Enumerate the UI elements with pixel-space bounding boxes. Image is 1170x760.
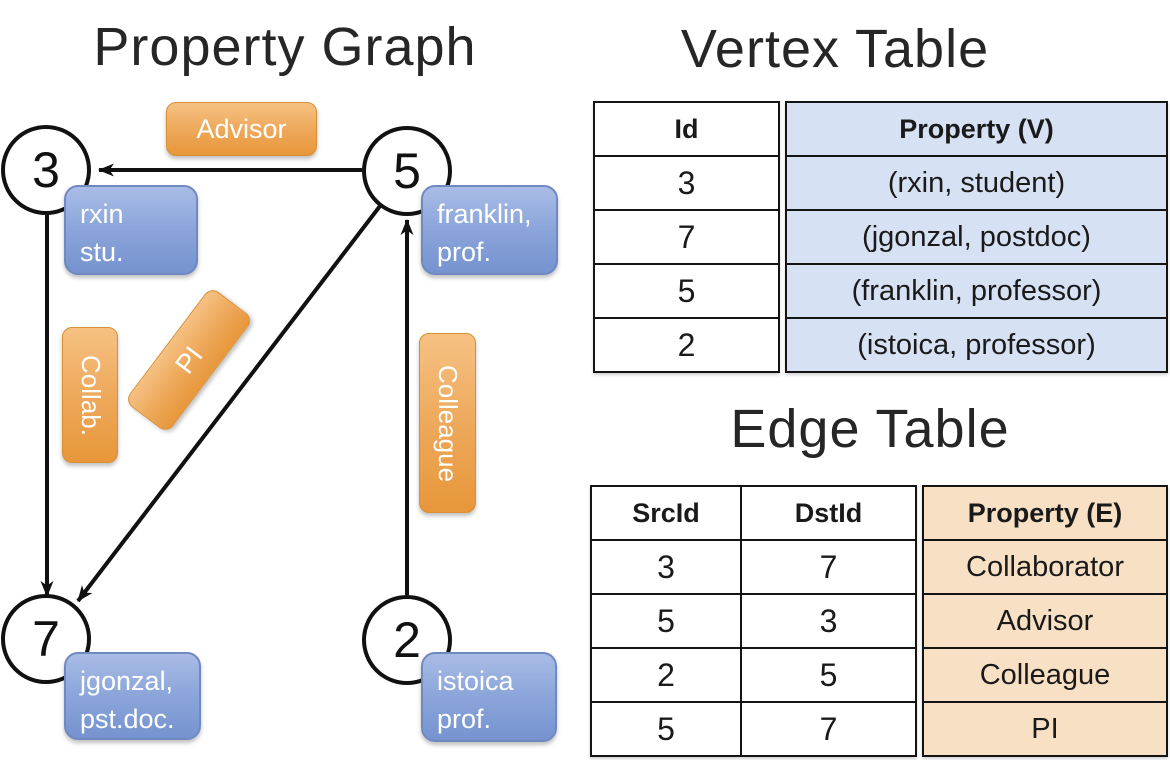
node-2-id: 2 <box>393 612 421 668</box>
edge-label-collab: Collab. <box>62 327 118 463</box>
edge-label-advisor: Advisor <box>166 102 317 156</box>
vertex-property-cell: (jgonzal, postdoc) <box>785 209 1168 265</box>
table-row: Property (V) <box>785 101 1168 157</box>
vertex-id-cell: 3 <box>593 155 780 211</box>
property-graph-title: Property Graph <box>93 17 477 77</box>
node-prop-franklin-line1: franklin, <box>437 199 532 229</box>
node-prop-rxin: rxin stu. <box>64 185 198 275</box>
graph-edges-svg <box>40 163 414 603</box>
table-row: 5 7 <box>590 701 917 757</box>
table-row: (istoica, professor) <box>785 317 1168 373</box>
table-row: 5 3 <box>590 593 917 649</box>
edge-property-cell: Advisor <box>922 593 1168 649</box>
table-row: 2 <box>593 317 780 373</box>
edge-label-colleague: Colleague <box>419 333 476 513</box>
node-prop-franklin-line2: prof. <box>437 237 492 268</box>
vertex-table-property-column: Property (V) (rxin, student) (jgonzal, p… <box>785 101 1168 373</box>
edge-label-colleague-text: Colleague <box>433 364 463 482</box>
node-5-id: 5 <box>393 143 421 199</box>
vertex-table-id-column: Id 3 7 5 2 <box>593 101 780 373</box>
edge-src-cell: 3 <box>590 539 742 595</box>
node-prop-franklin: franklin, prof. <box>421 185 558 275</box>
edge-label-pi-text: PI <box>168 340 209 379</box>
vertex-table-title: Vertex Table <box>680 19 990 79</box>
edge-table-id-columns: SrcId DstId 3 7 5 3 2 5 5 7 <box>590 485 917 757</box>
node-7-id: 7 <box>32 611 60 667</box>
table-row: 3 7 <box>590 539 917 595</box>
table-row: Colleague <box>922 647 1168 703</box>
node-prop-istoica-line1: istoica <box>437 666 514 696</box>
table-row: Property (E) <box>922 485 1168 541</box>
node-prop-istoica-line2: prof. <box>437 704 492 735</box>
vertex-id-cell: 5 <box>593 263 780 319</box>
graph-node-2: 2 <box>362 595 452 685</box>
edge-property-cell: Collaborator <box>922 539 1168 595</box>
vertex-id-cell: 7 <box>593 209 780 265</box>
edge-property-cell: PI <box>922 701 1168 757</box>
edge-5-to-7 <box>76 204 382 603</box>
node-prop-jgonzal-line1: jgonzal, <box>80 666 174 696</box>
edge-srcid-header: SrcId <box>590 485 742 541</box>
table-row: Id <box>593 101 780 157</box>
table-row: (jgonzal, postdoc) <box>785 209 1168 265</box>
node-prop-rxin-line2: stu. <box>80 237 124 268</box>
graph-node-5: 5 <box>362 126 452 216</box>
edge-dst-cell: 3 <box>740 593 917 649</box>
node-prop-istoica: istoica prof. <box>421 652 557 742</box>
table-row: SrcId DstId <box>590 485 917 541</box>
node-prop-jgonzal: jgonzal, pst.doc. <box>64 652 201 740</box>
edge-src-cell: 5 <box>590 701 742 757</box>
edge-dst-cell: 5 <box>740 647 917 703</box>
table-row: Collaborator <box>922 539 1168 595</box>
vertex-property-cell: (istoica, professor) <box>785 317 1168 373</box>
edge-dstid-header: DstId <box>740 485 917 541</box>
edge-label-collab-text: Collab. <box>75 354 106 436</box>
edge-property-cell: Colleague <box>922 647 1168 703</box>
vertex-property-header: Property (V) <box>785 101 1168 157</box>
edge-dst-cell: 7 <box>740 701 917 757</box>
vertex-property-cell: (franklin, professor) <box>785 263 1168 319</box>
edge-label-advisor-text: Advisor <box>196 113 287 144</box>
table-row: Advisor <box>922 593 1168 649</box>
table-row: 5 <box>593 263 780 319</box>
node-prop-rxin-line1: rxin <box>80 199 124 229</box>
edge-dst-cell: 7 <box>740 539 917 595</box>
vertex-id-header: Id <box>593 101 780 157</box>
edge-table-property-column: Property (E) Collaborator Advisor Collea… <box>922 485 1168 757</box>
node-prop-jgonzal-line2: pst.doc. <box>80 704 175 735</box>
table-row: PI <box>922 701 1168 757</box>
vertex-id-cell: 2 <box>593 317 780 373</box>
table-row: 2 5 <box>590 647 917 703</box>
table-row: 3 <box>593 155 780 211</box>
edge-src-cell: 2 <box>590 647 742 703</box>
table-row: (rxin, student) <box>785 155 1168 211</box>
edge-src-cell: 5 <box>590 593 742 649</box>
table-row: 7 <box>593 209 780 265</box>
edge-property-header: Property (E) <box>922 485 1168 541</box>
node-3-id: 3 <box>32 142 60 198</box>
table-row: (franklin, professor) <box>785 263 1168 319</box>
vertex-property-cell: (rxin, student) <box>785 155 1168 211</box>
edge-table-title: Edge Table <box>730 399 1010 459</box>
